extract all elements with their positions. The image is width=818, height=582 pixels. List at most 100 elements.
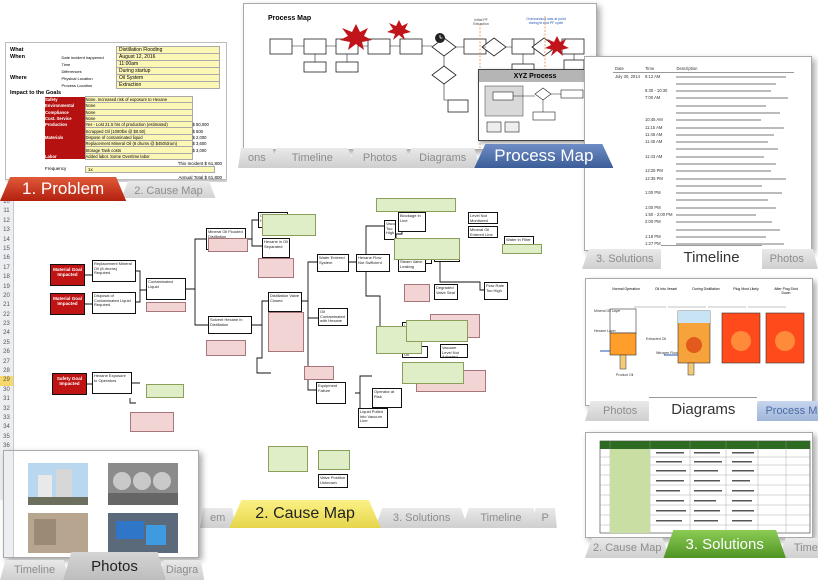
cause-box[interactable]: Mineral Oil Entered Line — [468, 226, 498, 238]
hexane-layer-label: Hexane Layer — [594, 329, 616, 333]
material-goal-box[interactable]: Material Goal Impacted — [50, 264, 85, 286]
impact-value: None — [84, 108, 193, 116]
timeline-time — [643, 145, 674, 152]
red-burst-icon — [340, 24, 372, 50]
row-number: 28 — [3, 368, 10, 375]
row-number-selected[interactable]: 29 — [0, 376, 13, 386]
tab-timeline-2[interactable]: Timeline — [779, 538, 818, 558]
row-number: 15 — [3, 245, 10, 252]
row-number: 19 — [3, 283, 10, 290]
cause-box[interactable]: Vacuum Too High — [384, 220, 396, 240]
tab-cause-map-active[interactable]: 2. Cause Map — [229, 500, 381, 528]
tab-cause-map-2[interactable]: 2. Cause Map — [585, 538, 670, 558]
note-box — [146, 384, 184, 398]
material-goal-box[interactable]: Material Goal Impacted — [50, 293, 85, 315]
tab-solutions-active[interactable]: 3. Solutions — [663, 530, 786, 558]
cause-box[interactable]: Level Not Monitored — [468, 212, 498, 224]
red-burst-icon — [387, 20, 411, 40]
tab-diagrams[interactable]: Diagrams — [405, 148, 481, 168]
timeline-time-header: Time — [645, 65, 655, 71]
photos-row-column — [4, 451, 14, 557]
timeline-time: 7:00 AM — [645, 95, 661, 101]
cause-box[interactable]: Vacuum Level Not Adjusted — [440, 344, 468, 358]
cause-box[interactable]: Hexane Flow Not Sufficient — [356, 254, 390, 272]
impact-cost: $ 50,000 — [192, 122, 209, 128]
cause-box[interactable]: Hexane Exposure to Operators — [92, 372, 132, 394]
timeline-time: 12:25 PM — [645, 168, 663, 174]
note-box — [262, 214, 316, 236]
photos-panel — [3, 450, 199, 558]
cause-box[interactable]: Blockage in Line — [398, 212, 426, 232]
what-value: Distillation Flooding — [116, 46, 220, 54]
date-value: August 12, 2016 — [116, 53, 220, 61]
process-flow-diagram — [269, 16, 585, 149]
frequency-label: Frequency — [45, 165, 67, 171]
cause-box[interactable]: Degraded Valve Seal — [434, 284, 458, 300]
impact-value: None. Increased risk of exposure to Hexa… — [84, 95, 193, 104]
photos-tabbar: Timeline Photos Diagra — [0, 552, 210, 580]
tab-process-map[interactable]: Process Map — [474, 144, 614, 168]
nitrogen-label: Nitrogen Flow — [656, 351, 678, 355]
impact-cost: $ 2,000 — [192, 134, 207, 140]
incident-total: This Incident $ 61,800 — [177, 160, 222, 166]
tab-timeline-active[interactable]: Timeline — [661, 245, 762, 269]
when-label: When — [10, 54, 25, 60]
diagrams-tabbar: Photos Diagrams Process M — [585, 397, 818, 421]
cause-box[interactable]: Water Entered System — [317, 254, 349, 272]
tab-problem-partial[interactable]: em — [200, 508, 236, 528]
tab-diagrams-partial[interactable]: Diagra — [159, 560, 205, 580]
cause-box[interactable]: Liquid Pulled into Vacuum Line — [358, 408, 388, 428]
cause-box[interactable]: Steam Valve Leaking — [398, 258, 426, 272]
cause-box[interactable]: Flow Rate Too High — [484, 282, 508, 300]
tab-photos[interactable]: Photos — [348, 148, 412, 168]
tab-problem[interactable]: 1. Problem — [0, 177, 127, 201]
tab-solutions-partial[interactable]: ons — [238, 148, 276, 168]
timeline-desc-header: Description — [676, 65, 698, 71]
tab-photos-3[interactable]: Photos — [585, 401, 656, 421]
tab-timeline-3[interactable]: Timeline — [462, 508, 540, 528]
tab-photos-2[interactable]: Photos — [755, 249, 818, 269]
subprocess-panel: XYZ Process — [478, 69, 592, 141]
row-number: 13 — [3, 227, 10, 234]
tab-timeline[interactable]: Timeline — [269, 148, 355, 168]
row-number: 21 — [3, 302, 10, 309]
process-map-title: Process Map — [268, 15, 312, 22]
cause-box[interactable]: Valve Position Unknown — [318, 474, 348, 488]
cause-box[interactable]: Contaminated Liquid — [146, 278, 186, 300]
timeline-time — [643, 109, 674, 116]
tab-partial[interactable]: P — [533, 508, 557, 528]
problem-sheet: What Distillation Flooding When Date inc… — [5, 42, 227, 180]
cause-box[interactable]: Hexane in Oil Separated — [262, 238, 290, 258]
tab-cause-map[interactable]: 2. Cause Map — [120, 181, 217, 201]
cause-box[interactable]: Disposal of Contaminated Liquid Required — [92, 292, 136, 314]
cause-box[interactable]: Solvent Hexane in Distillation — [208, 316, 252, 334]
initial-callout: Initial PF Extraction — [473, 18, 489, 26]
cause-box[interactable]: Operator at Risk — [372, 388, 402, 408]
cause-box[interactable]: Replacement Mineral Oil (8 drums) Requir… — [92, 260, 136, 282]
cause-box[interactable]: Oil Contaminated with Hexane — [318, 308, 348, 326]
timeline-time: 1:00 PM — [645, 204, 661, 210]
extracted-oil-label: Extracted Oil — [646, 337, 667, 341]
impact-goal: Safety — [45, 96, 85, 103]
tab-diagrams-active[interactable]: Diagrams — [649, 397, 758, 421]
row-number: 18 — [3, 274, 10, 281]
note-box — [394, 238, 460, 260]
tab-timeline-4[interactable]: Timeline — [0, 560, 70, 580]
timeline-date: July 30, 2014 — [615, 73, 640, 79]
note-box — [402, 362, 464, 384]
timeline-time: 10:45 AM — [645, 117, 663, 123]
tab-solutions-3[interactable]: 3. Solutions — [374, 508, 469, 528]
impact-goal: Labor — [45, 153, 85, 160]
frequency-value: 1x — [85, 165, 215, 173]
tab-photos-active[interactable]: Photos — [63, 552, 166, 580]
tab-solutions[interactable]: 3. Solutions — [582, 249, 668, 269]
cause-box[interactable]: Distillation Valve Closed — [268, 292, 302, 312]
tab-process-map-2[interactable]: Process M — [751, 401, 818, 421]
cause-box[interactable]: Equipment Failure — [316, 382, 346, 404]
what-label: What — [10, 47, 24, 53]
safety-goal-box[interactable]: Safety Goal Impacted — [52, 373, 87, 395]
impact-cost: $ 3,000 — [192, 147, 207, 153]
impact-value: None — [84, 114, 193, 123]
